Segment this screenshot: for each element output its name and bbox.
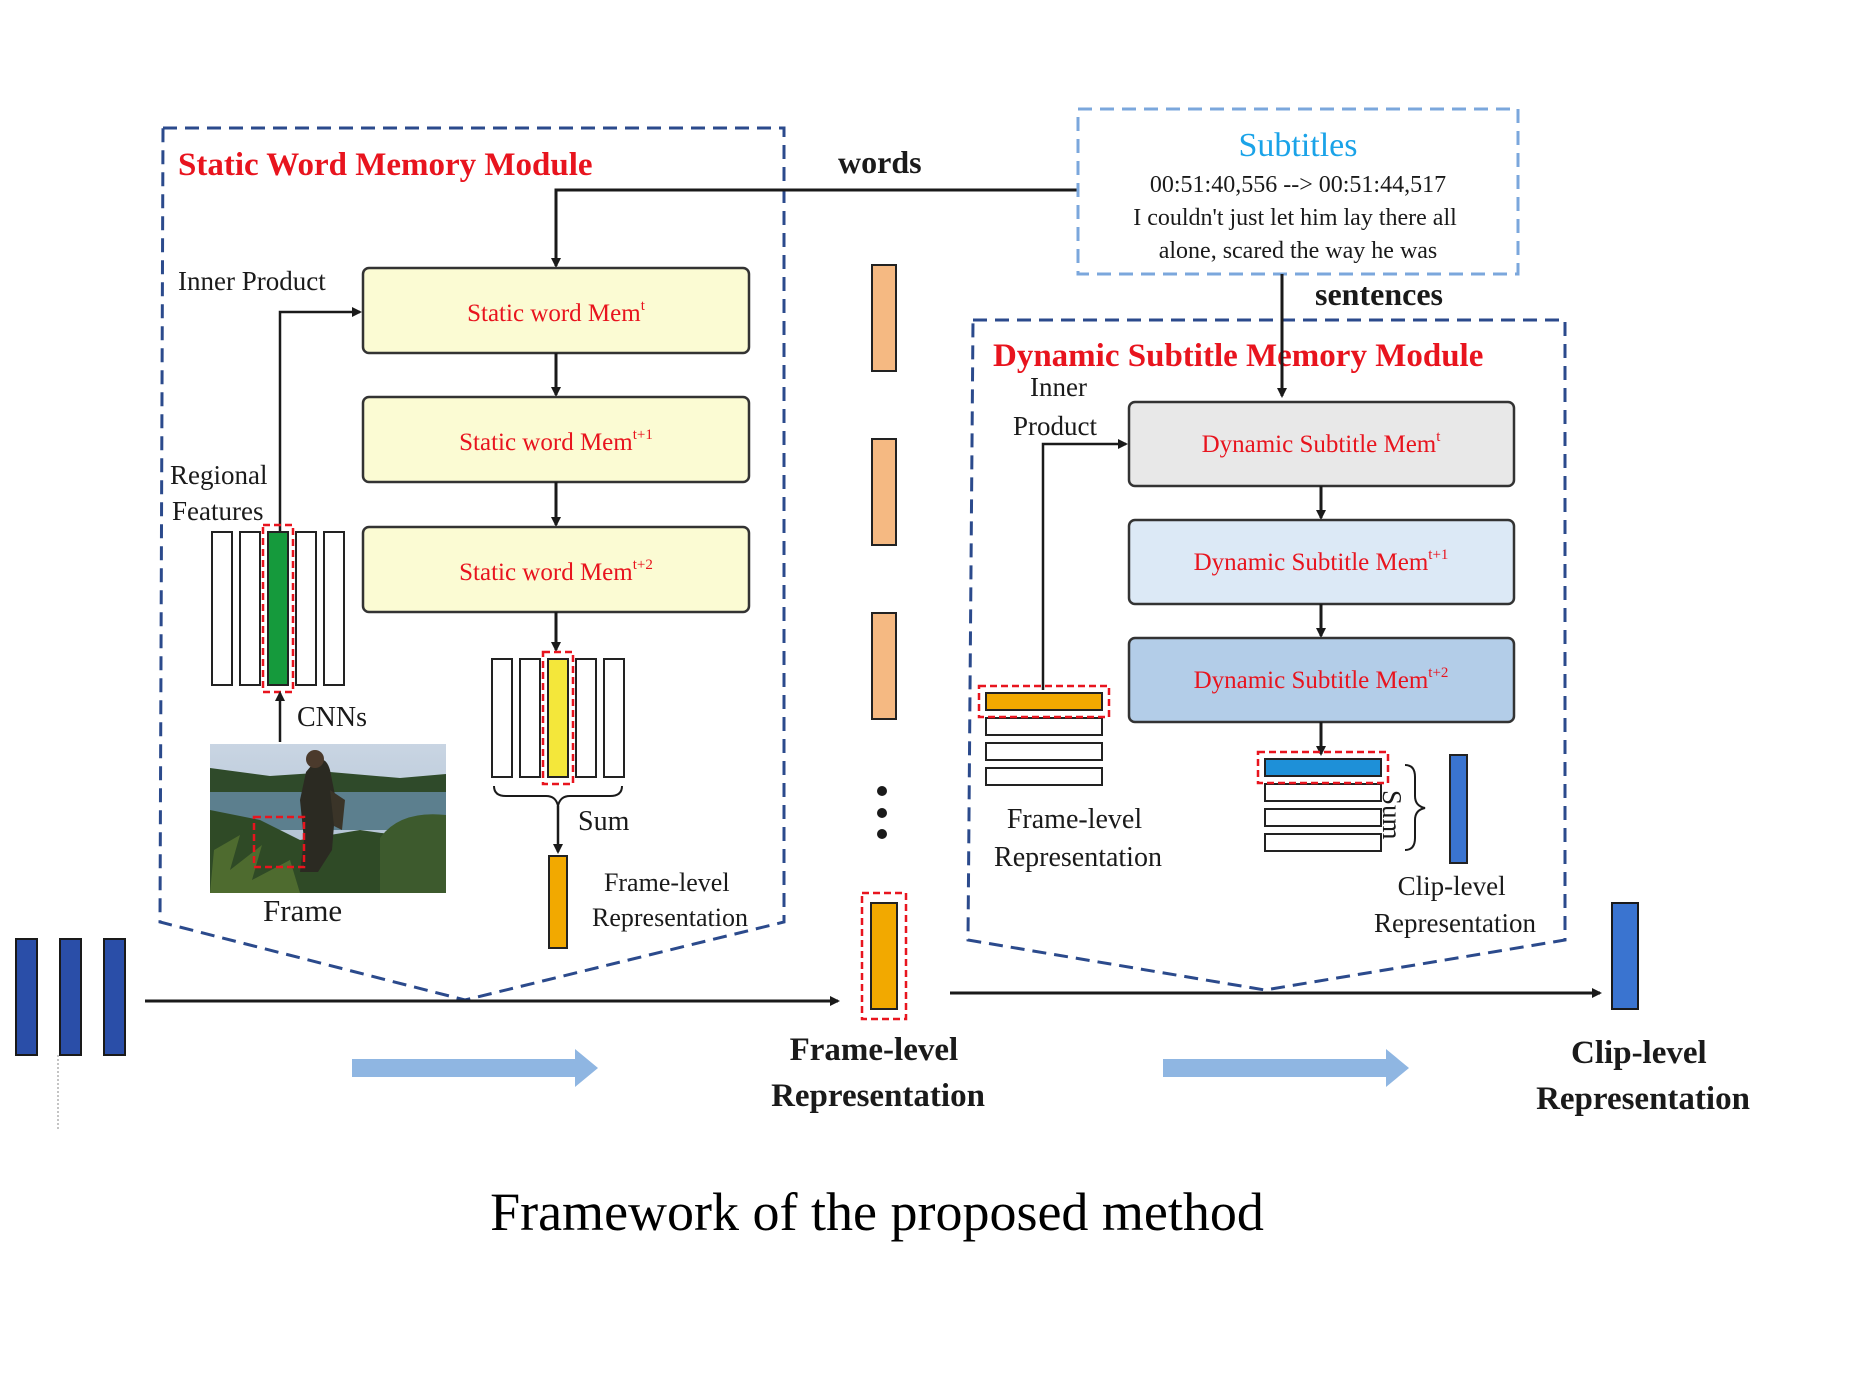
dynamic-frame-level-stack [977,684,1111,786]
static-frame-level-bar [548,855,568,949]
subtitle-feature-stack [1256,750,1390,852]
dynamic-subtitle-memory-module: Dynamic Subtitle Memory Module Dynamic S… [966,274,1567,992]
subtitles-title: Subtitles [1238,127,1357,164]
static-word-memory-module: Static Word Memory Module Static word Me… [158,126,1078,1002]
subtitle-timestamp: 00:51:40,556 --> 00:51:44,517 [1150,172,1446,198]
video-feature-bars [15,938,126,1130]
words-arrow [551,188,1078,268]
subtitle-text: I couldn't just let him lay there all al… [1133,205,1463,264]
wide-arrow-1 [352,1049,598,1087]
frame-level-representation-label: Frame-level Representation [771,1032,985,1114]
frame-region-highlight [252,815,306,869]
dynamic-inner-product-arrow [1041,439,1128,690]
regional-features-label: Regional Features [170,460,274,526]
static-sum-label: Sum [578,806,630,837]
selected-word-feature [547,658,569,778]
word-feature-columns [491,650,625,786]
frame-image [210,744,446,893]
static-module-title: Static Word Memory Module [178,147,593,183]
ellipsis-dot [877,786,887,796]
selected-frame-feature [985,692,1103,711]
static-inner-product-label: Inner Product [178,266,326,296]
clip-level-representation-label: Clip-level Representation [1536,1035,1750,1117]
dynamic-clip-level-label: Clip-level Representation [1374,871,1536,938]
cnns-label: CNNs [297,702,367,733]
subtitles-border [1076,107,1520,276]
dynamic-mem-label-t: Dynamic Subtitle Memt [1202,429,1442,458]
selected-subtitle-feature [1264,758,1382,777]
selected-regional-feature [267,531,289,686]
words-label: words [838,144,922,180]
dynamic-clip-level-bar [1449,754,1468,864]
figure-caption: Framework of the proposed method [490,1182,1264,1242]
static-mem-label-t1: Static word Memt+1 [459,427,653,456]
ellipsis-dot [877,829,887,839]
clip-level-bar [1611,902,1639,1010]
static-frame-level-label: Frame-level Representation [592,868,748,932]
inner-product-arrow [278,307,362,532]
static-mem-label-t2: Static word Memt+2 [459,557,653,586]
regional-feature-columns [211,523,345,694]
frame-feature-sequence [860,264,908,1021]
sentences-label: sentences [1315,276,1443,312]
frame-label: Frame [263,893,342,928]
wide-arrow-2 [1163,1049,1409,1087]
dynamic-sum-label: Sum [1377,790,1407,840]
static-module-border [158,126,786,1002]
static-mem-label-t: Static word Memt [467,298,646,327]
subtitles-box: Subtitles 00:51:40,556 --> 00:51:44,517 … [1076,107,1520,276]
dynamic-sum-brace [1404,764,1426,851]
current-frame-level-bar [870,902,898,1010]
dynamic-mem-label-t2: Dynamic Subtitle Memt+2 [1194,665,1449,694]
dynamic-frame-level-label: Frame-level Representation [994,804,1162,873]
dynamic-module-title: Dynamic Subtitle Memory Module [993,338,1483,374]
ellipsis-dot [877,808,887,818]
dynamic-module-border [966,318,1567,992]
dynamic-inner-product-label: Inner Product [1013,372,1097,441]
static-sum-brace [493,785,623,807]
dynamic-mem-label-t1: Dynamic Subtitle Memt+1 [1194,547,1449,576]
